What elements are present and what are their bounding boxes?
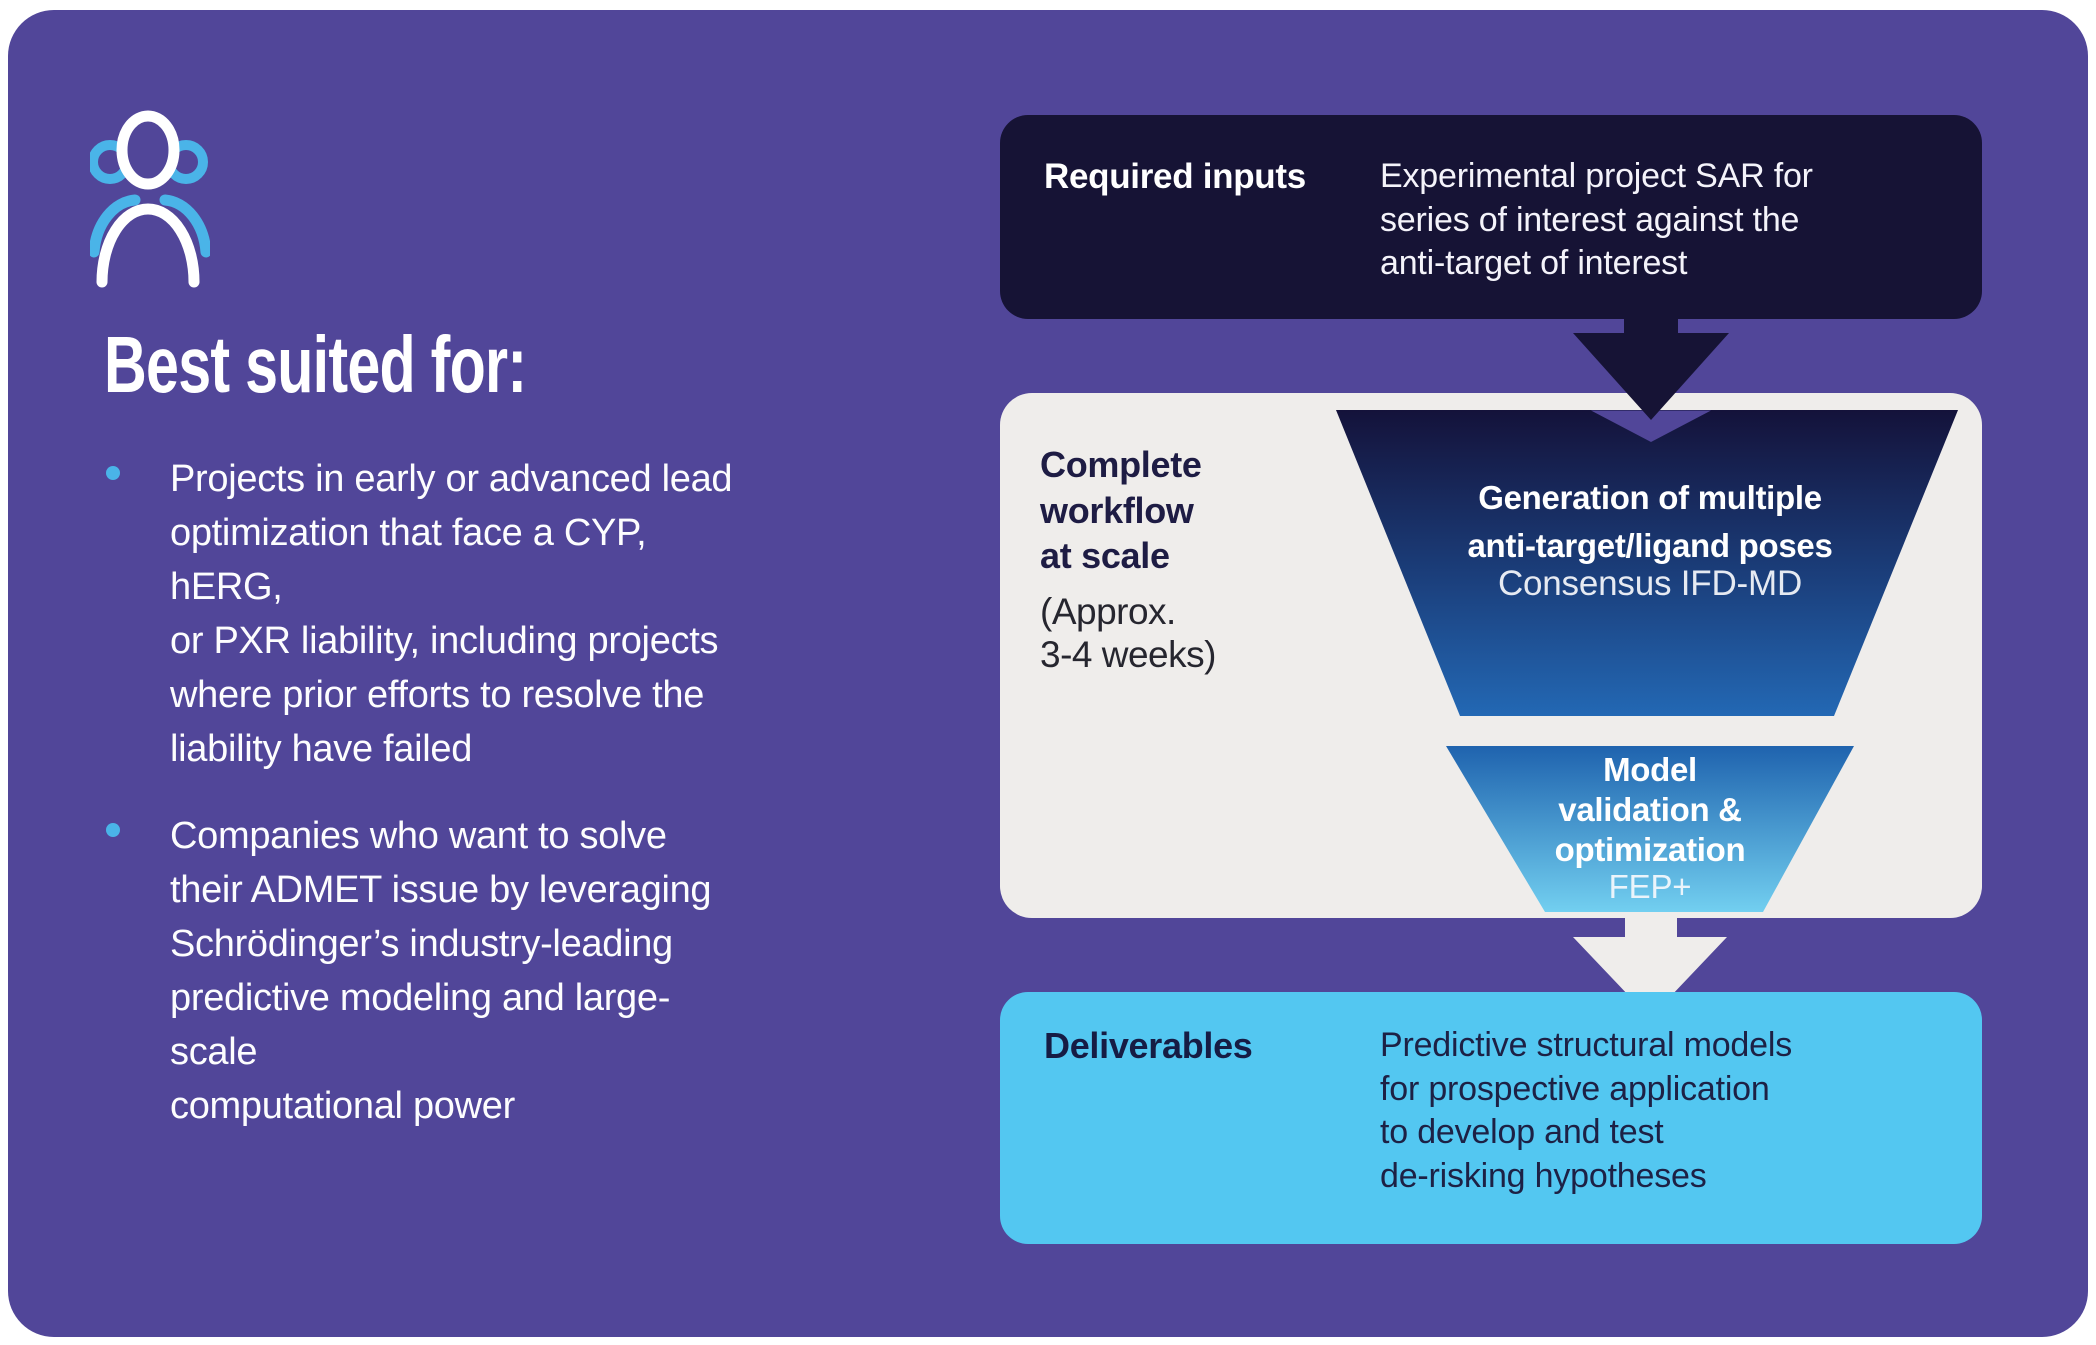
arrow-notch xyxy=(1591,410,1711,442)
bullet-dot-icon xyxy=(106,466,120,480)
person-center-head xyxy=(116,110,180,190)
person-right-shoulder xyxy=(159,194,210,258)
bullet-text: Projects in early or advanced lead optim… xyxy=(170,458,733,770)
bullet-list: Projects in early or advanced lead optim… xyxy=(106,452,746,1133)
arrow-shape xyxy=(1573,318,1729,420)
workflow-duration-note: (Approx. 3-4 weeks) xyxy=(1040,591,1216,675)
deliverables-box: Deliverables Predictive structural model… xyxy=(1000,992,1982,1244)
person-center-shoulder xyxy=(96,203,200,288)
page-title: Best suited for: xyxy=(104,320,527,409)
bullet-text: Companies who want to solve their ADMET … xyxy=(170,815,712,1127)
required-inputs-desc: Experimental project SAR for series of i… xyxy=(1380,157,1813,282)
deliverables-desc: Predictive structural models for prospec… xyxy=(1380,1026,1792,1195)
required-inputs-label: Required inputs xyxy=(1044,157,1306,196)
workflow-label: Complete workflow at scale xyxy=(1040,444,1202,576)
funnel-stage-1-text: Generation of multiple anti-target/ligan… xyxy=(1340,474,1960,605)
deliverables-label: Deliverables xyxy=(1044,1025,1253,1066)
list-item: Companies who want to solve their ADMET … xyxy=(106,809,746,1133)
person-left-shoulder xyxy=(90,194,141,258)
people-icon xyxy=(90,110,210,288)
funnel-stage-2-title: Model validation & optimization xyxy=(1554,751,1746,868)
list-item: Projects in early or advanced lead optim… xyxy=(106,452,746,776)
funnel-diagram xyxy=(1336,410,1958,912)
funnel-stage-2-subtitle: FEP+ xyxy=(1608,868,1692,905)
arrow-shape xyxy=(1573,918,1727,1018)
arrow-down-icon xyxy=(1573,318,1729,442)
funnel-stage-2-text: Model validation & optimization FEP+ xyxy=(1446,750,1854,907)
bullet-dot-icon xyxy=(106,823,120,837)
funnel-stage-2-shape xyxy=(1446,746,1854,912)
funnel-stage-1-shape xyxy=(1336,410,1958,716)
funnel-stage-1-title: Generation of multiple anti-target/ligan… xyxy=(1467,479,1833,564)
funnel-stage-1-subtitle: Consensus IFD-MD xyxy=(1497,564,1803,603)
required-inputs-box: Required inputs Experimental project SAR… xyxy=(1000,115,1982,319)
